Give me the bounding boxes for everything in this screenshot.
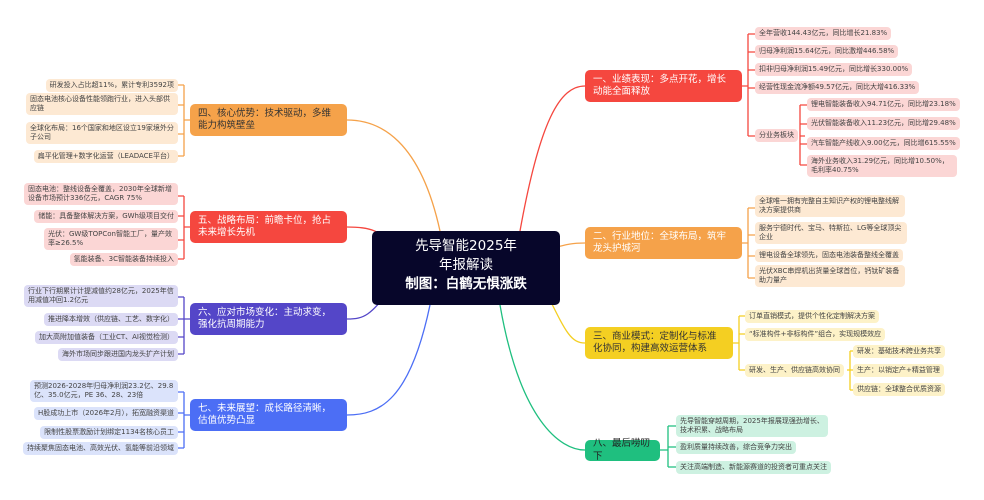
group-node-synergy[interactable]: 研发、生产、供应链高效协同 — [745, 364, 844, 378]
group-node-segments[interactable]: 分业务板块 — [755, 129, 798, 143]
leaf-node[interactable]: 预测2026-2028年归母净利润23.2亿、29.8亿、35.0亿元，PE 3… — [30, 380, 178, 403]
leaf-node[interactable]: 光伏：GW级TOPCon智能工厂，量产效率≥26.5% — [44, 228, 178, 251]
leaf-node[interactable]: 全球化布局：16个国家和地区设立19家境外分子公司 — [26, 122, 178, 145]
leaf-node[interactable]: 关注高端制造、新能源赛道的投资者可重点关注 — [676, 461, 831, 475]
leaf-node[interactable]: 先导智能穿越周期，2025年报展现强劲增长、技术积累、战略布局 — [676, 415, 828, 438]
leaf-node[interactable]: 锂电设备全球领先，固态电池装备整线全覆盖 — [755, 249, 903, 263]
leaf-node[interactable]: 固态电池：整线设备全覆盖，2030年全球新增设备市场预计336亿元，CAGR 7… — [24, 183, 178, 206]
branch-industry-position[interactable]: 二、行业地位：全球布局，筑牢龙头护城河 — [585, 227, 742, 259]
branch-business-model[interactable]: 三、商业模式：定制化与标准化协同，构建高效运营体系 — [585, 327, 733, 359]
leaf-node[interactable]: 汽车智能产线收入9.00亿元，同比增615.55% — [807, 137, 960, 151]
leaf-node[interactable]: 海外市场同步跟进国内龙头扩产计划 — [58, 348, 178, 362]
leaf-node[interactable]: 全球唯一拥有完整自主知识产权的锂电整线解决方案提供商 — [755, 195, 905, 218]
branch-core-advantages[interactable]: 四、核心优势：技术驱动，多维能力构筑壁垒 — [190, 104, 347, 136]
branch-performance[interactable]: 一、业绩表现：多点开花，增长动能全面释放 — [585, 70, 742, 102]
leaf-node[interactable]: 供应链：全球整合优质资源 — [853, 383, 945, 397]
leaf-node[interactable]: 订单直销模式，提供个性化定制解决方案 — [745, 310, 879, 324]
leaf-node[interactable]: 推进降本增效（供应链、工艺、数字化） — [44, 313, 178, 327]
center-author: 制图：白鹤无惧涨跌 — [405, 275, 527, 292]
leaf-node[interactable]: 研发投入占比超11%，累计专利3592项 — [45, 79, 178, 93]
leaf-node[interactable]: 储能：具备整体解决方案，GWh级项目交付 — [34, 210, 178, 224]
leaf-node[interactable]: 全年营收144.43亿元，同比增长21.83% — [755, 27, 892, 41]
leaf-node[interactable]: 海外业务收入31.29亿元，同比增10.50%，毛利率40.75% — [807, 155, 957, 178]
leaf-node[interactable]: 行业下行期累计计提减值约28亿元，2025年信用减值冲回1.2亿元 — [24, 285, 178, 308]
leaf-node[interactable]: 加大高附加值装备（工业CT、AI视觉检测） — [34, 331, 178, 345]
leaf-node[interactable]: 研发：基础技术跨业务共享 — [853, 345, 945, 359]
leaf-node[interactable]: 生产：以销定产+精益管理 — [853, 364, 944, 378]
center-title-line2: 年报解读 — [439, 256, 493, 273]
leaf-node[interactable]: 固态电池核心设备性能领跑行业，进入头部供应链 — [26, 93, 178, 116]
leaf-node[interactable]: 氢能装备、3C智能装备持续投入 — [69, 253, 178, 267]
central-topic[interactable]: 先导智能2025年 年报解读 制图：白鹤无惧涨跌 — [372, 231, 560, 305]
leaf-node[interactable]: 扁平化管理+数字化运营（LEADACE平台） — [33, 150, 178, 164]
center-title-line1: 先导智能2025年 — [415, 238, 517, 254]
leaf-node[interactable]: 限制性股票激励计划绑定1134名核心员工 — [40, 426, 178, 440]
leaf-node[interactable]: 扣非归母净利润15.49亿元，同比增长330.00% — [755, 63, 913, 77]
branch-market-response[interactable]: 六、应对市场变化：主动求变，强化抗周期能力 — [190, 303, 347, 335]
leaf-node[interactable]: 锂电智能装备收入94.71亿元，同比增23.18% — [807, 98, 960, 112]
leaf-node[interactable]: 光伏智能装备收入11.23亿元，同比增29.48% — [807, 117, 960, 131]
leaf-node[interactable]: 光伏XBC串焊机出货量全球首位，钙钛矿装备助力量产 — [755, 265, 905, 288]
leaf-node[interactable]: H股成功上市（2026年2月），拓宽融资渠道 — [33, 407, 178, 421]
leaf-node[interactable]: 持续聚焦固态电池、高效光伏、氢能等前沿领域 — [23, 442, 178, 456]
leaf-node[interactable]: 归母净利润15.64亿元，同比激增446.58% — [755, 45, 899, 59]
leaf-node[interactable]: 服务宁德时代、宝马、特斯拉、LG等全球顶尖企业 — [755, 222, 907, 245]
leaf-node[interactable]: “标准构件+非标构件”组合，实现规模效应 — [745, 328, 886, 342]
leaf-node[interactable]: 经营性现金流净额49.57亿元，同比大增416.33% — [755, 81, 920, 95]
branch-outlook[interactable]: 七、未来展望：成长路径清晰，估值优势凸显 — [190, 399, 347, 431]
branch-final-words[interactable]: 八、最后唠叨下 — [585, 438, 660, 462]
leaf-node[interactable]: 盈利质量持续改善，综合竞争力突出 — [676, 441, 796, 455]
branch-strategy[interactable]: 五、战略布局：前瞻卡位，抢占未来增长先机 — [190, 211, 347, 243]
